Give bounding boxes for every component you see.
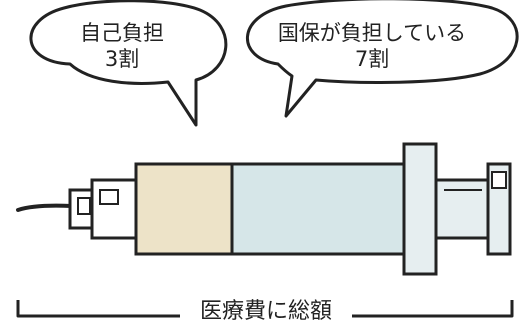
needle: [16, 203, 74, 212]
insurance-title: 国保が負担している: [277, 21, 467, 45]
barrel-self-pay: [134, 162, 234, 256]
syringe-tip-inner: [90, 178, 140, 240]
syringe-tip-detail: [77, 197, 91, 215]
self-pay-label: 自己負担 3割: [62, 20, 182, 72]
insurance-label: 国保が負担している 7割: [262, 20, 482, 72]
self-pay-ratio: 3割: [104, 47, 140, 71]
plunger-rod: [434, 178, 492, 240]
right-speech-bubble: [246, 0, 519, 118]
syringe-tip-detail-2: [99, 189, 119, 205]
barrel-insurance: [230, 162, 412, 256]
plunger-head-detail: [491, 171, 507, 189]
insurance-ratio: 7割: [354, 47, 390, 71]
total-cost-label: 医療費に総額: [180, 298, 352, 326]
left-speech-bubble: [29, 0, 228, 127]
syringe-flange: [402, 142, 438, 276]
self-pay-title: 自己負担: [80, 21, 164, 45]
